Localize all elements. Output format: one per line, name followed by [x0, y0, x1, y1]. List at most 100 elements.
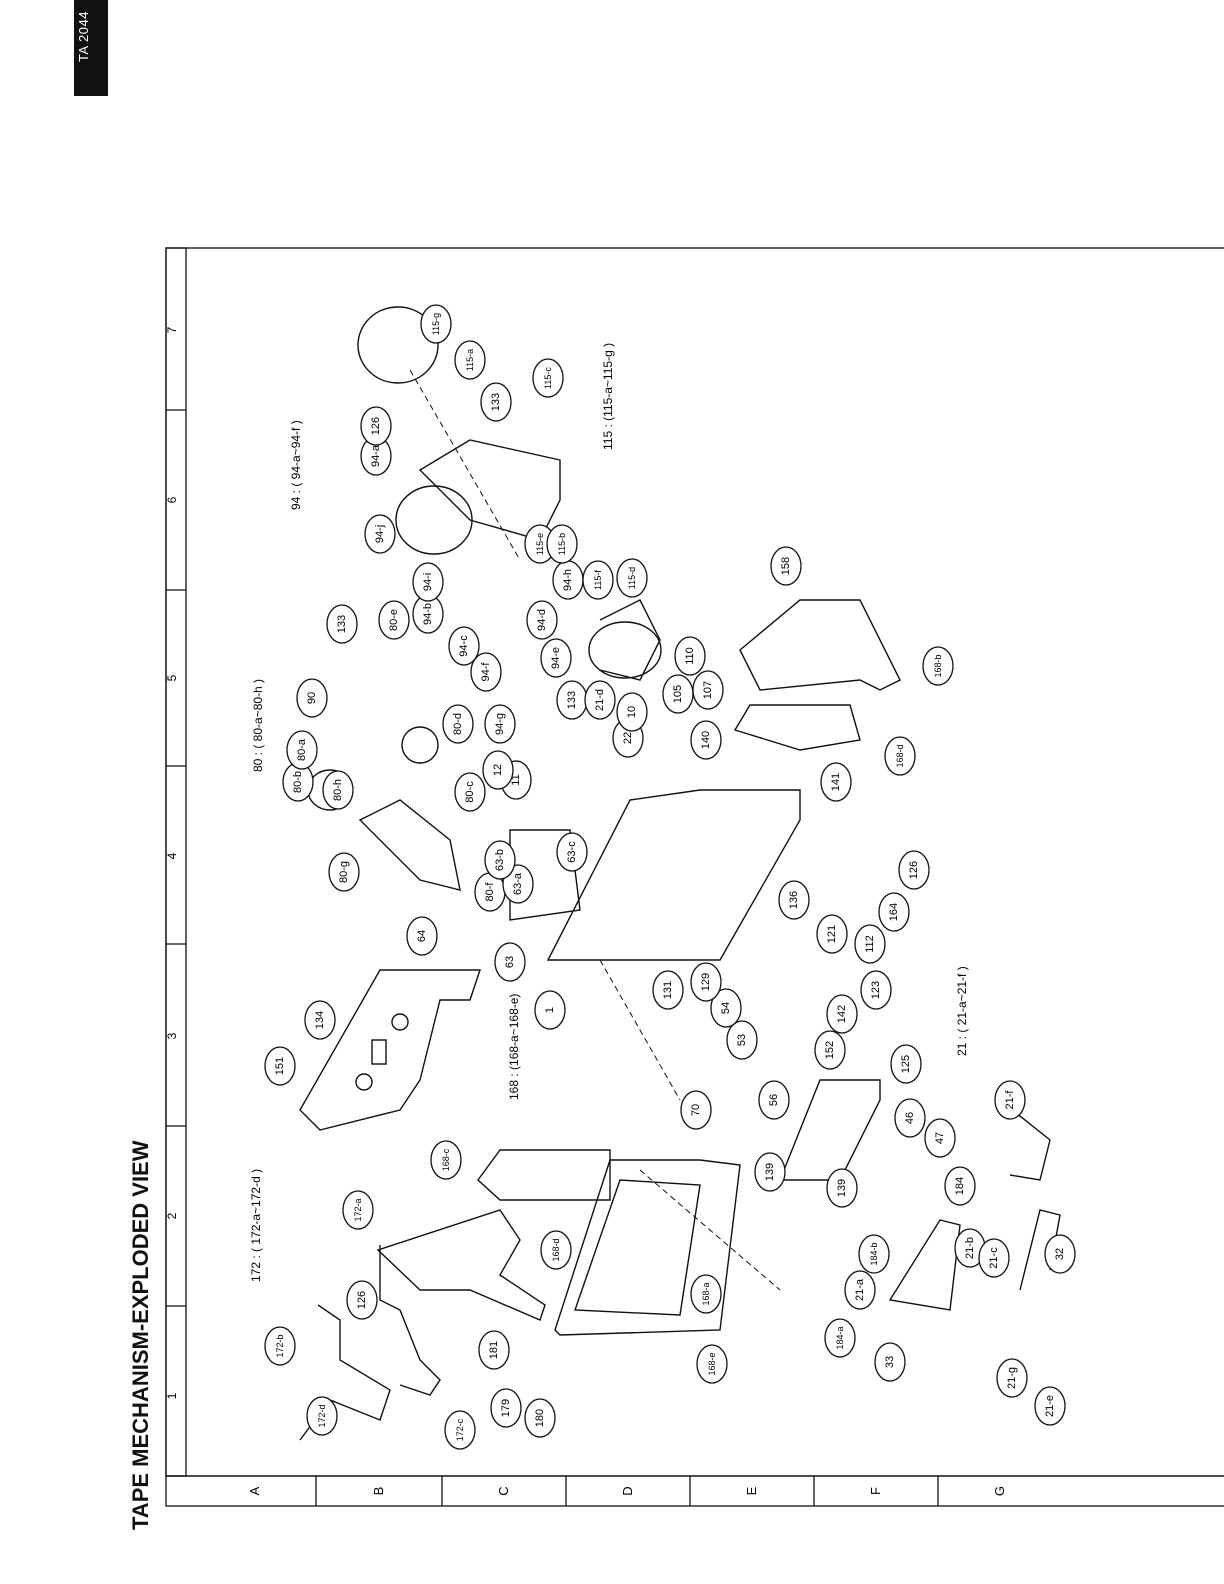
part-115-c — [357, 306, 439, 384]
callout-label: 115-e — [535, 533, 545, 555]
callout-circle — [884, 736, 916, 776]
callout-circle — [490, 1388, 522, 1428]
part-drawings — [299, 306, 1061, 1441]
callout-label: 172-b — [275, 1334, 285, 1357]
callout-label: 94-b — [422, 603, 434, 625]
column-label-3: 3 — [165, 1032, 179, 1039]
callout-label: 94-c — [458, 635, 470, 657]
callout-circle — [448, 626, 480, 666]
callout-label: 21-g — [1006, 1367, 1018, 1389]
callout-circle — [726, 1020, 758, 1060]
part-168-c — [477, 1149, 611, 1201]
callout-label: 12 — [492, 764, 504, 776]
callout-circle — [328, 852, 360, 892]
callout-115-g: 115-g — [420, 304, 452, 344]
callout-label: 54 — [720, 1002, 732, 1014]
row-label-D: D — [620, 1486, 635, 1495]
row-label-C: C — [496, 1486, 511, 1495]
callout-80-c: 80-c — [454, 772, 486, 812]
callout-90: 90 — [296, 678, 328, 718]
callout-circle — [690, 720, 722, 760]
note-21: 21 : ( 21-a~21-f ) — [955, 966, 969, 1056]
part-105 — [588, 621, 662, 679]
callout-label: 134 — [314, 1011, 326, 1029]
callout-label: 80-h — [332, 779, 344, 801]
callout-125: 125 — [890, 1044, 922, 1084]
callout-circle — [584, 680, 616, 720]
callout-circle — [286, 730, 318, 770]
callout-circle — [690, 1274, 722, 1314]
callout-46: 46 — [894, 1098, 926, 1138]
callout-94-e: 94-e — [540, 638, 572, 678]
callout-label: 115-b — [557, 533, 567, 555]
callout-circle — [616, 558, 648, 598]
callout-112: 112 — [854, 924, 886, 964]
callout-label: 133 — [336, 615, 348, 633]
callout-label: 63 — [504, 956, 516, 968]
callout-circle — [264, 1326, 296, 1366]
callout-label: 115-d — [627, 567, 637, 589]
callout-circle — [898, 850, 930, 890]
callout-168-d: 168-d — [884, 736, 916, 776]
callout-circle — [454, 772, 486, 812]
part-46 — [778, 1079, 881, 1181]
callout-circle — [484, 840, 516, 880]
callout-circle — [816, 914, 848, 954]
callout-label: 126 — [370, 417, 382, 435]
callout-107: 107 — [692, 670, 724, 710]
callout-label: 21-e — [1044, 1395, 1056, 1417]
row-label-E: E — [744, 1486, 759, 1495]
part-151-hole-b — [355, 1073, 373, 1091]
callout-circle — [470, 652, 502, 692]
callout-circle — [994, 1080, 1026, 1120]
callout-label: 129 — [700, 973, 712, 991]
callout-184-b: 184-b — [858, 1234, 890, 1274]
callout-label: 168-e — [707, 1352, 717, 1375]
row-label-G: G — [992, 1486, 1007, 1496]
callout-172-a: 172-a — [342, 1190, 374, 1230]
callout-label: 80-f — [484, 882, 496, 902]
callout-circle — [556, 832, 588, 872]
part-32 — [999, 1099, 1051, 1181]
column-label-4: 4 — [165, 852, 179, 859]
callout-circle — [526, 600, 558, 640]
callout-circle — [326, 604, 358, 644]
callout-label: 168-c — [441, 1148, 451, 1171]
callout-circle — [524, 1398, 556, 1438]
callout-circle — [540, 1230, 572, 1270]
callout-label: 125 — [900, 1055, 912, 1073]
callout-label: 133 — [566, 691, 578, 709]
callout-label: 94-i — [422, 573, 434, 591]
callout-label: 142 — [836, 1005, 848, 1023]
callout-circle — [360, 406, 392, 446]
callout-164: 164 — [878, 892, 910, 932]
row-label-F: F — [868, 1487, 883, 1495]
callout-94-a: 94-a — [360, 436, 392, 476]
callout-circle — [826, 1168, 858, 1208]
callout-47: 47 — [924, 1118, 956, 1158]
callout-126: 126 — [346, 1280, 378, 1320]
callout-circle — [1044, 1234, 1076, 1274]
part-151-slot — [371, 1039, 387, 1065]
callout-133: 133 — [326, 604, 358, 644]
callout-label: 112 — [864, 935, 876, 953]
column-label-5: 5 — [165, 674, 179, 681]
part-151-hole-a — [391, 1013, 409, 1031]
callout-circle — [430, 1140, 462, 1180]
callout-105: 105 — [662, 674, 694, 714]
callout-70: 70 — [680, 1090, 712, 1130]
part-callouts: 172-b172-d172-c172-a126181179180168-c168… — [264, 304, 1076, 1450]
callout-circle — [894, 1098, 926, 1138]
callout-circle — [616, 692, 648, 732]
callout-32: 32 — [1044, 1234, 1076, 1274]
callout-circle — [534, 990, 566, 1030]
callout-circle — [364, 514, 396, 554]
callout-168-c: 168-c — [430, 1140, 462, 1180]
callout-64: 64 — [406, 916, 438, 956]
callout-label: 80-g — [338, 861, 350, 883]
callout-circle — [342, 1190, 374, 1230]
callout-label: 115-f — [593, 570, 603, 590]
leader-line-2 — [639, 1169, 781, 1291]
callout-circle — [854, 924, 886, 964]
callout-label: 21-b — [964, 1237, 976, 1259]
